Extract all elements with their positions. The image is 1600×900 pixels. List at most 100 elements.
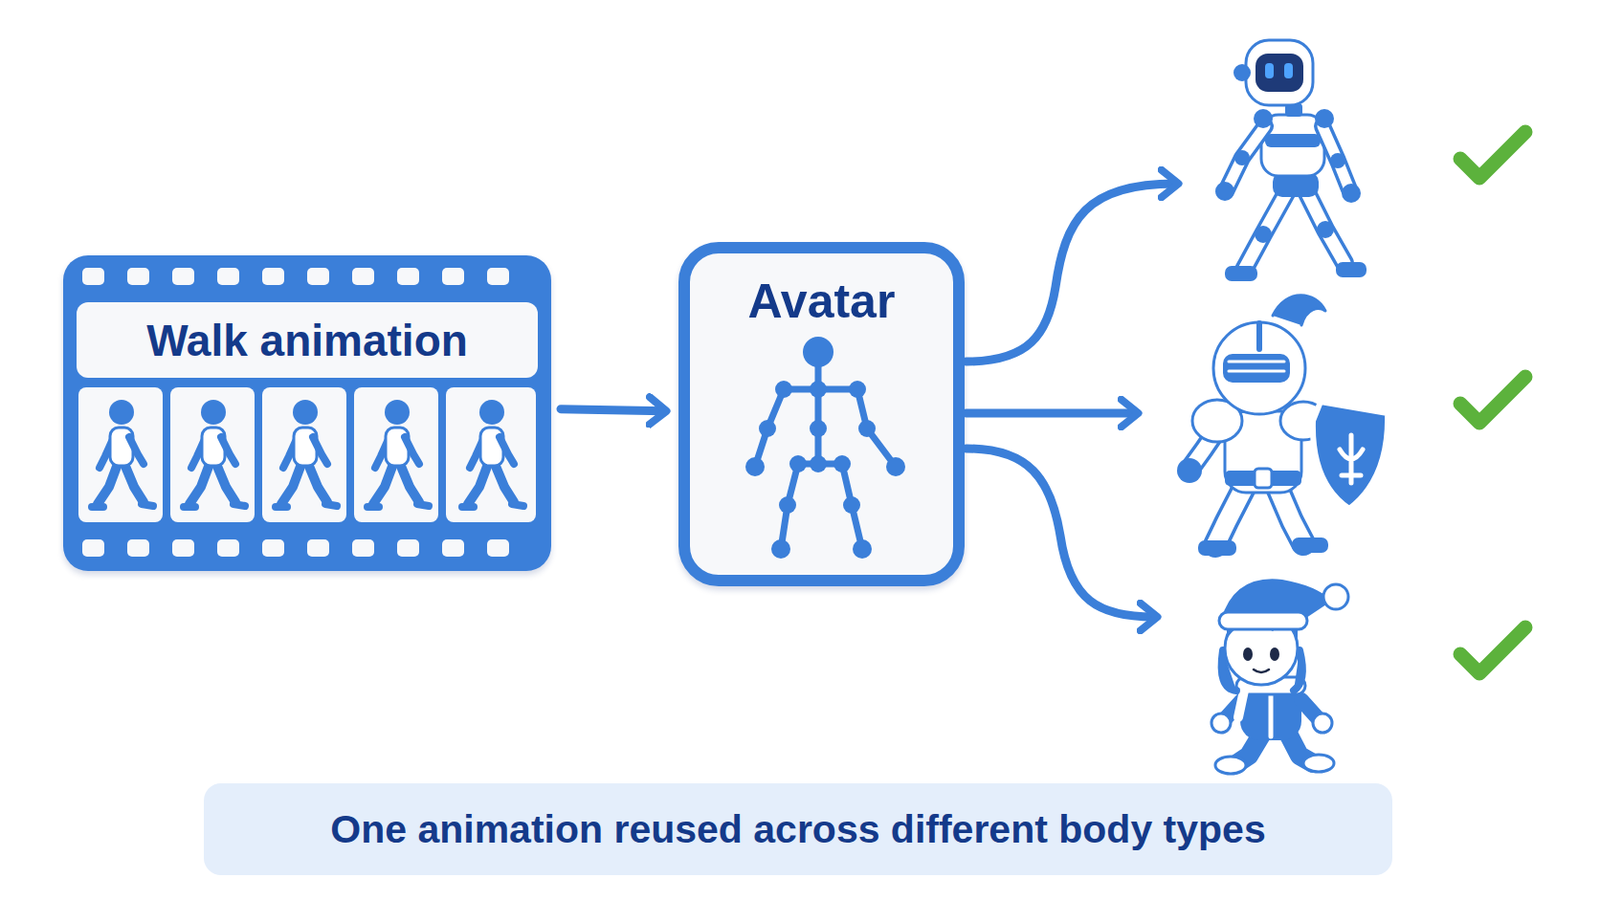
sprocket-holes: [442, 539, 465, 557]
robot-character: [1316, 221, 1334, 239]
flow-arrow: [560, 409, 664, 412]
film-frames: [183, 400, 245, 508]
skeleton-rig: [789, 455, 807, 473]
skeleton-rig: [848, 380, 867, 399]
kid-character: [1222, 650, 1303, 691]
skeleton-rig: [745, 336, 906, 559]
branch-arrows: [966, 448, 1155, 618]
robot-character: [1314, 109, 1334, 129]
robot-character: [1215, 181, 1235, 201]
knight-character: [1312, 401, 1388, 510]
skeleton-rig: [843, 496, 861, 514]
skeleton-rig: [775, 380, 793, 399]
knight-character: [1177, 295, 1388, 556]
sprocket-holes: [82, 267, 105, 286]
branch-arrows: [966, 409, 1135, 419]
robot-character: [1265, 63, 1274, 79]
film-strip: Walk animation: [63, 255, 552, 572]
kid-character: [1224, 700, 1243, 720]
kid-character: [1301, 700, 1319, 720]
kid-character: [1303, 755, 1334, 773]
kid-character: [1234, 732, 1264, 766]
film-frames: [78, 387, 536, 523]
skeleton-rig: [809, 420, 827, 438]
skeleton-rig: [858, 420, 876, 438]
robot-character: [1335, 262, 1367, 278]
robot-character: [1226, 126, 1266, 190]
kid-character: [1236, 677, 1306, 695]
kid-character: [1211, 713, 1231, 734]
skeleton-rig: [833, 455, 851, 473]
robot-character: [1330, 153, 1346, 169]
skeleton-rig: [886, 457, 906, 477]
kid-character: [1243, 647, 1253, 662]
sprocket-holes: [82, 267, 510, 557]
check-marks: [1460, 627, 1526, 674]
robot-character: [1306, 191, 1345, 264]
robot-character: [1261, 114, 1325, 177]
avatar-box: Avatar: [678, 242, 965, 587]
kid-character: [1268, 690, 1274, 737]
film-frames: [78, 387, 163, 523]
skeleton-rig: [771, 539, 791, 559]
box-title: Avatar: [689, 270, 954, 333]
sprocket-holes: [487, 267, 510, 286]
sprocket-holes: [172, 267, 195, 286]
kid-character: [1219, 612, 1308, 630]
kid-character: [1287, 732, 1313, 764]
film-frames: [367, 400, 429, 508]
knight-character: [1213, 322, 1306, 415]
check-marks: [1460, 132, 1526, 178]
skeleton-rig: [758, 420, 777, 438]
robot-character: [1244, 191, 1288, 270]
check-marks: [1460, 377, 1526, 423]
kid-character: [1226, 622, 1298, 640]
skeleton-rig: [780, 464, 799, 550]
kid-character: [1323, 584, 1349, 610]
film-frames: [262, 387, 347, 523]
knight-character: [1224, 470, 1302, 487]
knight-character: [1272, 295, 1326, 326]
robot-character: [1233, 64, 1251, 82]
sprocket-holes: [487, 539, 510, 557]
robot-character: [1226, 126, 1266, 190]
knight-character: [1291, 537, 1329, 554]
knight-character: [1177, 458, 1202, 484]
kid-character: [1312, 713, 1333, 734]
robot-character: [1255, 53, 1304, 92]
branch-arrows: [966, 183, 1176, 362]
robot-character: [1284, 63, 1293, 79]
sprocket-holes: [352, 267, 375, 286]
robot-character: [1245, 40, 1313, 106]
robot-character: [1285, 103, 1303, 117]
sprocket-holes: [307, 539, 330, 557]
check-marks: [1460, 132, 1526, 674]
robot-character: [1265, 133, 1321, 148]
knight-character: [1215, 488, 1245, 546]
skeleton-rig: [755, 389, 784, 467]
skeleton-rig: [802, 336, 834, 368]
robot-character: [1272, 172, 1319, 198]
skeleton-rig: [842, 464, 863, 550]
skeleton-rig: [809, 455, 827, 473]
knight-character: [1280, 401, 1327, 441]
kid-character: [1238, 690, 1245, 718]
sprocket-holes: [127, 267, 150, 286]
sprocket-holes: [82, 539, 105, 557]
knight-character: [1222, 354, 1290, 383]
caption-band: One animation reused across different bo…: [203, 783, 1393, 876]
knight-character: [1228, 361, 1285, 372]
robot-character: [1306, 191, 1345, 264]
kid-character: [1221, 578, 1333, 621]
knight-character: [1339, 435, 1363, 484]
knight-character: [1277, 488, 1304, 544]
film-frames: [91, 400, 154, 508]
sprocket-holes: [217, 539, 240, 557]
kid-character: [1253, 669, 1269, 673]
skeleton-rig: [783, 386, 858, 394]
knight-character: [1191, 425, 1221, 467]
knight-character: [1215, 488, 1245, 546]
robot-character: [1254, 225, 1272, 244]
kid-character: [1211, 578, 1349, 775]
sprocket-holes: [217, 267, 240, 286]
